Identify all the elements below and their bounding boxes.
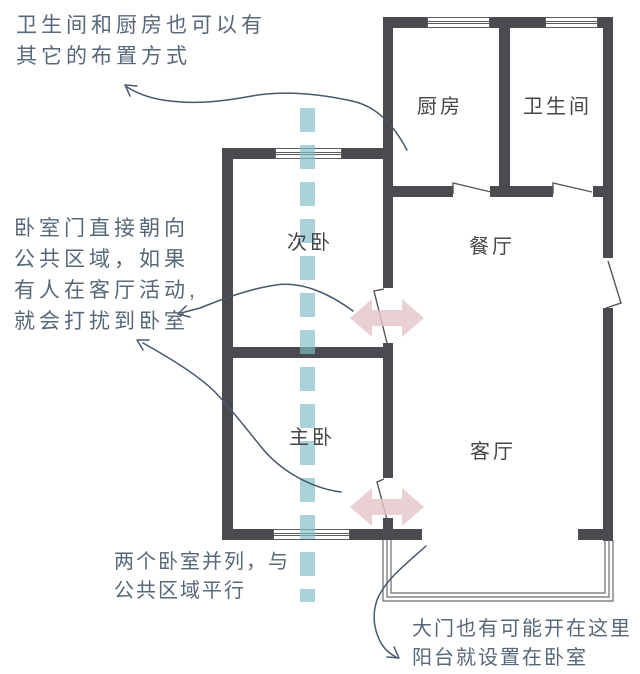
wall-right-upper: [603, 17, 613, 258]
bathroom-window: [545, 17, 598, 28]
room-label-bathroom: 卫生间: [523, 96, 592, 118]
note-line: 阳台就设置在卧室: [412, 647, 588, 669]
kitchen-door-swing: [452, 182, 492, 194]
note-line: 大门也有可能开在这里: [412, 618, 632, 640]
dining-entry-door-swing: [605, 260, 622, 309]
room-label-living: 客厅: [470, 441, 516, 463]
room-label-secondary-bedroom: 次卧: [287, 232, 333, 254]
door-direction-arrows: [350, 299, 424, 526]
note-bedrooms-parallel: 两个卧室并列，与 公共区域平行: [114, 548, 290, 606]
note-line: 就会打扰到卧室: [14, 310, 189, 333]
arrow-secondary-door-to-note: [177, 283, 354, 318]
note-line: 有人在客厅活动,: [14, 279, 199, 302]
arrow-balcony-to-note: [373, 545, 427, 659]
room-label-dining: 餐厅: [469, 236, 515, 258]
note-main-door-alternative: 大门也有可能开在这里 阳台就设置在卧室: [412, 615, 632, 673]
master-bedroom-door-arrow-icon: [350, 488, 424, 526]
note-line: 其它的布置方式: [16, 45, 191, 68]
wall-right-lower: [603, 308, 613, 541]
secondary-bedroom-door-arrow-icon: [350, 299, 424, 337]
wall-kitchen-bathroom-divider: [499, 17, 510, 197]
note-line: 公共区域，如果: [14, 248, 189, 271]
note-kitchen-bathroom-layout: 卫生间和厨房也可以有 其它的布置方式: [16, 10, 266, 72]
wall-kitchen-bottom-right: [593, 186, 613, 197]
note-line: 卧室门直接朝向: [14, 217, 189, 240]
wall-kitchen-bottom-middle: [490, 186, 553, 197]
wall-living-bottom-right: [578, 529, 613, 540]
wall-center-vertical-middle: [383, 343, 393, 478]
arrow-master-door-to-note: [136, 339, 342, 493]
note-bedroom-doors-face-public: 卧室门直接朝向 公共区域，如果 有人在客厅活动, 就会打扰到卧室: [14, 213, 199, 337]
balcony-railing: [382, 540, 614, 602]
parallel-axis-dashed-line: [300, 108, 315, 602]
wall-top: [383, 17, 613, 28]
wall-bedroom-left: [222, 148, 233, 540]
room-label-kitchen: 厨房: [417, 96, 463, 118]
note-line: 公共区域平行: [114, 580, 246, 602]
kitchen-window: [427, 17, 490, 28]
bathroom-door-swing: [552, 182, 593, 194]
room-label-master-bedroom: 主卧: [289, 427, 335, 449]
wall-kitchen-bottom-left: [383, 186, 453, 197]
note-line: 卫生间和厨房也可以有: [16, 14, 266, 37]
arrow-kitchen-to-note: [124, 84, 408, 151]
note-line: 两个卧室并列，与: [114, 551, 290, 573]
